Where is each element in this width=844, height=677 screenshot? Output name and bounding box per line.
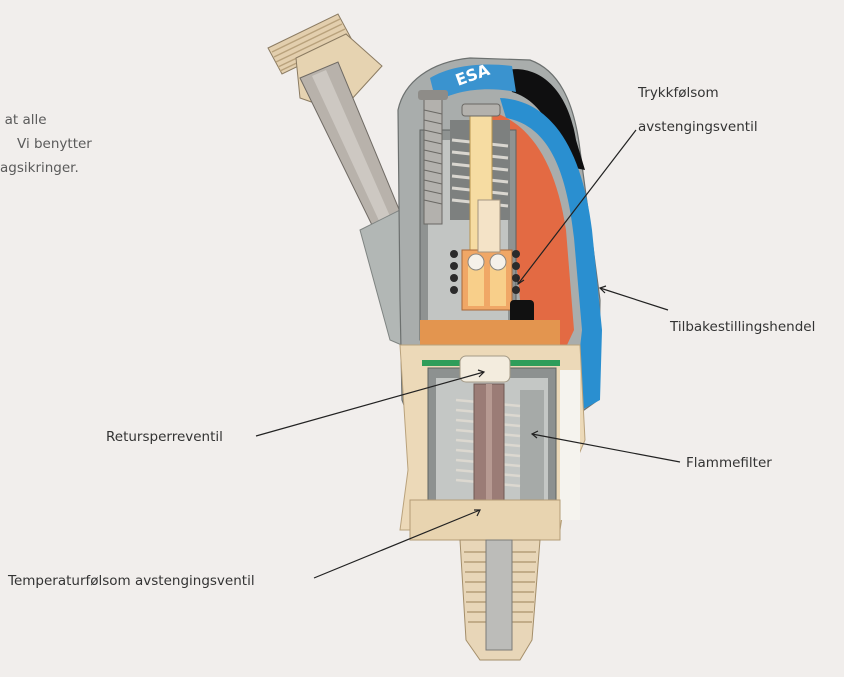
label-trykkfolsom-line1: Trykkfølsom <box>638 84 719 102</box>
label-flammefilter: Flammefilter <box>686 454 772 472</box>
label-temperaturfolsom: Temperaturfølsom avstengingsventil <box>8 572 255 590</box>
leader-temperatur <box>314 510 480 578</box>
seat-band <box>420 320 560 348</box>
label-tilbakestillingshendel: Tilbakestillingshendel <box>670 318 815 336</box>
label-trykkfolsom-line2: avstengingsventil <box>638 118 758 136</box>
leader-tilbake <box>600 288 668 310</box>
check-valve-poppet <box>460 356 510 382</box>
base-plate <box>410 500 560 540</box>
label-retursperreventil: Retursperreventil <box>106 428 223 446</box>
